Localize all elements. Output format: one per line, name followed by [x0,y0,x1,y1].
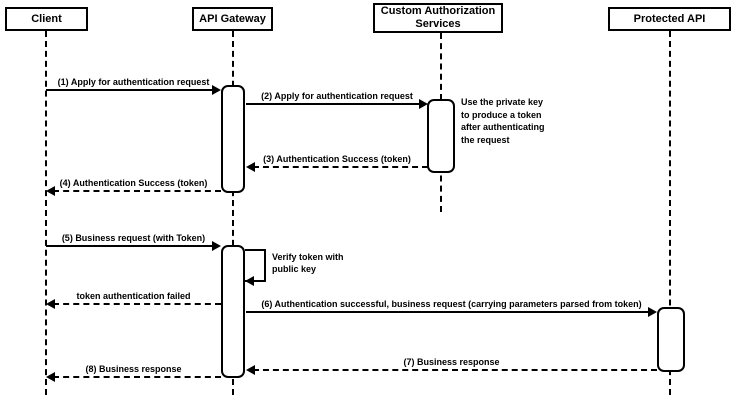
actor-api-gateway: API Gateway [192,7,273,31]
actor-protected-api: Protected API [608,7,731,31]
arrowhead-icon [46,299,55,309]
message-6: (6) Authentication successful, business … [246,298,657,318]
message-1-line [46,89,214,91]
arrowhead-icon [46,372,55,382]
message-5-label: (5) Business request (with Token) [61,233,206,243]
message-4: (4) Authentication Success (token) [46,177,221,197]
message-8: (8) Business response [46,363,221,383]
message-token-auth-failed-label: token authentication failed [76,291,191,301]
lifeline-api-gateway [232,31,234,395]
self-message-verify-token-label: Verify token with public key [272,252,344,274]
message-2: (2) Apply for authentication request [246,90,428,110]
message-4-line [53,190,221,192]
message-7: (7) Business response [246,356,657,376]
message-6-label: (6) Authentication successful, business … [261,299,642,309]
arrowhead-icon [419,99,428,109]
message-6-line [246,311,650,313]
message-7-line [253,369,657,371]
message-1: (1) Apply for authentication request [46,76,221,96]
lifeline-client [45,31,47,395]
note-private-key: Use the private key to produce a token a… [461,97,545,145]
actor-custom-authorization-services: Custom Authorization Services [373,3,503,33]
arrowhead-icon [245,276,254,286]
actor-api-gateway-label: API Gateway [199,12,266,25]
message-3: (3) Authentication Success (token) [246,153,428,173]
message-4-label: (4) Authentication Success (token) [59,178,208,188]
lifeline-protected-api [669,31,671,395]
arrowhead-icon [246,162,255,172]
arrowhead-icon [212,241,221,251]
message-3-label: (3) Authentication Success (token) [263,154,411,164]
arrowhead-icon [46,186,55,196]
actor-client: Client [5,7,88,31]
activation-api-gateway-2 [221,245,245,378]
message-8-label: (8) Business response [85,364,182,374]
arrowhead-icon [648,307,657,317]
self-message-verify-token-loop [245,249,266,282]
message-token-auth-failed-line [53,303,221,305]
message-1-label: (1) Apply for authentication request [57,77,210,87]
message-7-label: (7) Business response [403,357,500,367]
activation-protected-api [657,307,685,372]
message-8-line [53,376,221,378]
message-token-auth-failed: token authentication failed [46,290,221,310]
actor-protected-api-label: Protected API [633,12,706,25]
actor-client-label: Client [31,12,62,25]
message-3-line [253,166,428,168]
message-2-line [246,103,421,105]
message-2-label: (2) Apply for authentication request [261,91,413,101]
actor-custom-authorization-services-label: Custom Authorization Services [380,5,496,30]
activation-custom-authorization-services [427,99,455,173]
arrowhead-icon [246,365,255,375]
message-5: (5) Business request (with Token) [46,232,221,252]
activation-api-gateway-1 [221,85,245,193]
arrowhead-icon [212,85,221,95]
message-5-line [46,245,214,247]
